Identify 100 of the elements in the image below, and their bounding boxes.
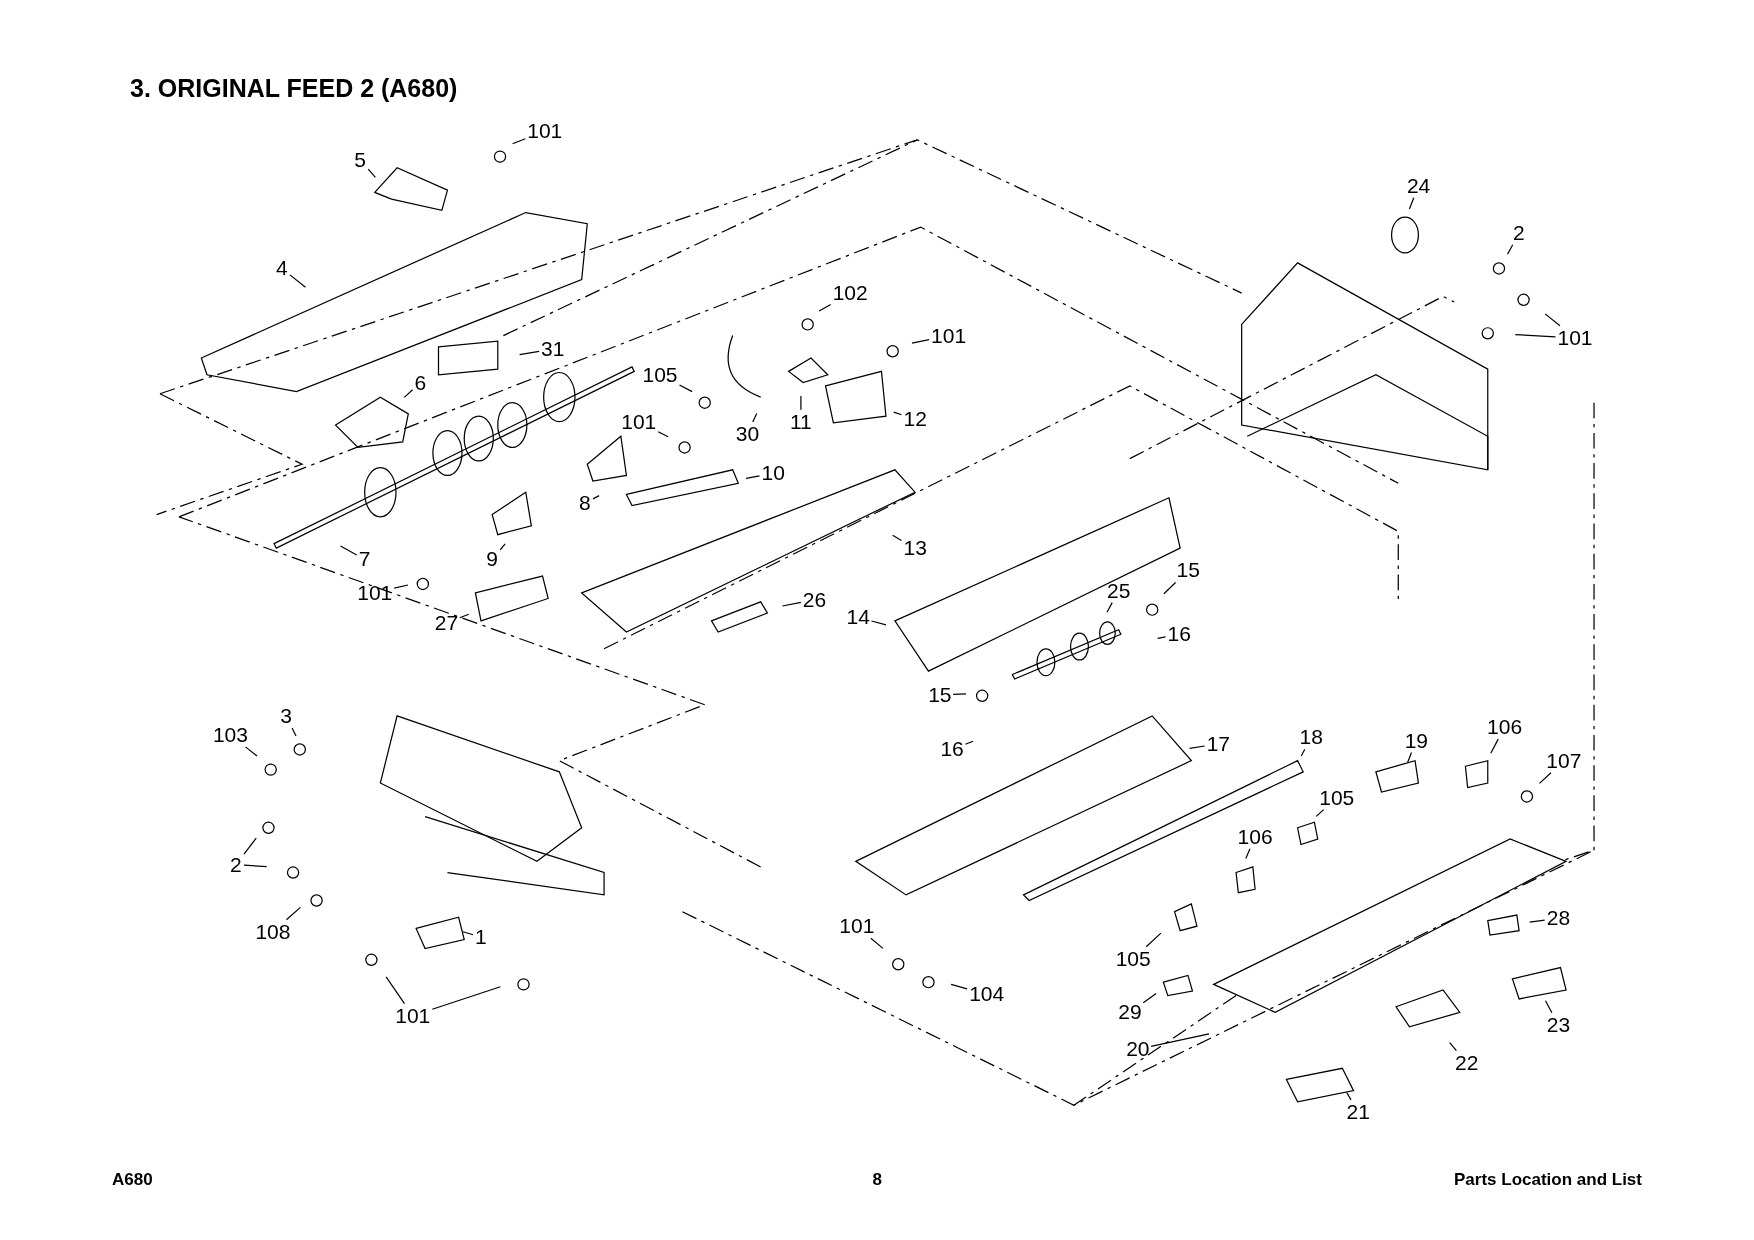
callout-number: 19	[1402, 728, 1431, 753]
callout-number: 29	[1116, 1000, 1144, 1025]
callout-number: 101	[393, 1003, 433, 1028]
leader-line	[1300, 748, 1306, 757]
leader-line	[657, 431, 669, 438]
callout-number: 16	[1165, 622, 1193, 647]
leader-line	[592, 495, 600, 500]
callout-number: 107	[1544, 748, 1584, 773]
leader-line	[781, 601, 802, 607]
callout-number: 20	[1124, 1037, 1152, 1062]
callout-number: 25	[1105, 578, 1133, 603]
leader-line	[1506, 244, 1514, 255]
callout-number: 105	[640, 362, 680, 387]
leader-line	[1163, 581, 1177, 595]
leader-line	[1529, 919, 1546, 923]
callout-number: 2	[228, 852, 244, 877]
leader-line	[870, 620, 887, 626]
callout-number: 13	[901, 536, 929, 561]
leader-line	[1145, 932, 1162, 948]
leader-line	[1544, 313, 1561, 327]
leader-line	[291, 727, 297, 737]
callout-number: 106	[1235, 824, 1275, 849]
leader-line	[1346, 1091, 1352, 1101]
callout-number: 16	[938, 737, 966, 762]
callout-number: 21	[1344, 1099, 1372, 1124]
leader-line	[678, 384, 693, 393]
leader-line	[385, 976, 406, 1005]
callout-number: 11	[787, 409, 814, 434]
leader-line	[870, 937, 884, 949]
leader-line	[1408, 197, 1415, 210]
callout-number: 27	[432, 611, 461, 636]
leader-line	[285, 906, 301, 921]
leader-line	[1142, 992, 1157, 1004]
leader-line	[1157, 636, 1167, 639]
leader-line	[1189, 745, 1206, 749]
model-code: A680	[112, 1170, 153, 1190]
leader-line	[459, 613, 470, 619]
callout-number: 17	[1204, 731, 1233, 756]
callout-number: 101	[619, 409, 659, 434]
callout-number: 105	[1113, 946, 1153, 971]
callout-number: 9	[484, 547, 500, 572]
leader-line	[952, 693, 967, 695]
leader-line	[1407, 751, 1413, 763]
leader-line	[892, 534, 903, 541]
callout-number: 30	[733, 422, 762, 446]
callout-number: 101	[525, 118, 565, 143]
callout-number: 105	[1317, 785, 1357, 810]
callout-number: 12	[901, 407, 929, 432]
leader-line	[243, 837, 257, 855]
callout-number: 23	[1544, 1012, 1573, 1037]
leader-line	[339, 545, 358, 556]
section-title: Parts Location and List	[1454, 1170, 1642, 1190]
callout-number: 8	[577, 491, 593, 516]
leader-line	[964, 740, 974, 745]
callout-number: 108	[253, 919, 293, 944]
leader-line	[950, 983, 968, 990]
leader-line	[403, 389, 414, 398]
page-number: 8	[872, 1170, 882, 1190]
callout-number: 101	[837, 914, 877, 939]
callout-number: 26	[800, 587, 829, 612]
leader-line	[393, 584, 409, 589]
leader-line	[431, 986, 501, 1010]
callout-number: 4	[273, 256, 290, 281]
callout-number: 2	[1511, 220, 1527, 245]
leader-line	[462, 931, 474, 936]
leader-line	[818, 303, 832, 312]
leader-line	[244, 746, 258, 757]
leader-line	[1544, 1000, 1553, 1014]
callout-number: 24	[1404, 173, 1433, 198]
leader-line	[1245, 848, 1251, 859]
leader-line	[499, 543, 506, 551]
leader-line	[1449, 1042, 1457, 1052]
callout-number: 14	[844, 605, 872, 630]
callout-number: 22	[1453, 1050, 1481, 1075]
leader-line	[512, 138, 526, 145]
callout-number: 10	[759, 461, 787, 486]
leader-line	[289, 274, 307, 288]
leader-line	[752, 412, 758, 423]
callout-number: 15	[926, 682, 954, 707]
callout-number: 101	[1555, 325, 1595, 350]
callout-number: 1	[473, 925, 489, 950]
callout-number: 102	[830, 281, 870, 306]
leader-line	[911, 339, 930, 344]
callout-number: 31	[539, 337, 567, 361]
leader-line	[1150, 1033, 1210, 1047]
leader-line	[1490, 738, 1499, 754]
leader-line	[1315, 809, 1325, 817]
leader-line	[519, 350, 540, 356]
callout-number: 28	[1544, 906, 1573, 931]
leader-line	[745, 475, 761, 479]
leader-line	[243, 864, 268, 868]
callout-number: 18	[1297, 725, 1325, 750]
callout-number: 3	[278, 703, 295, 728]
callout-number: 6	[412, 370, 429, 395]
callout-number: 5	[352, 147, 368, 172]
leader-line	[367, 168, 376, 178]
leader-line	[800, 395, 802, 411]
callout-number: 15	[1174, 558, 1202, 583]
callout-number: 101	[355, 580, 395, 605]
callout-number: 7	[356, 547, 373, 572]
